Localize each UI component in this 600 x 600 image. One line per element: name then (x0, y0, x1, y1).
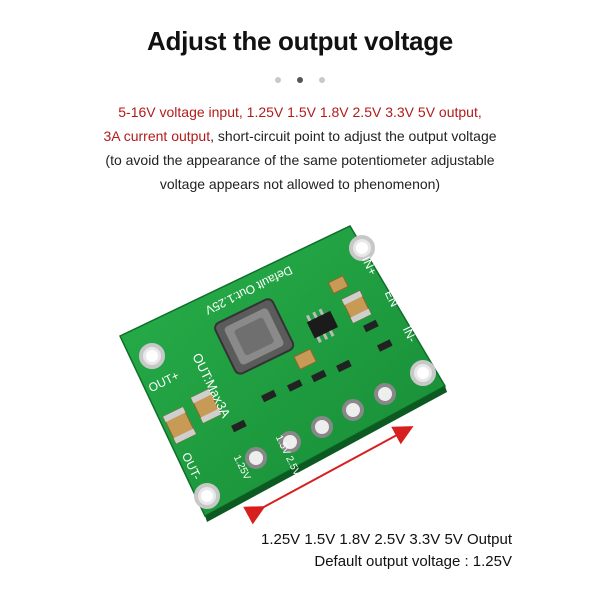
carousel-dot-active[interactable] (297, 77, 303, 83)
caption-default: Default output voltage : 1.25V (314, 553, 512, 570)
caption-outputs: 1.25V 1.5V 1.8V 2.5V 3.3V 5V Output (260, 531, 512, 548)
carousel-dot[interactable] (319, 77, 326, 83)
carousel-dot[interactable] (274, 77, 281, 83)
smd-resistors (231, 319, 393, 433)
description-line-2-rest: , short-circuit point to adjust the outp… (210, 128, 497, 144)
silk-in-minus: IN- (400, 324, 420, 345)
page-title: Adjust the output voltage (147, 26, 453, 56)
ic-chip (305, 308, 339, 343)
description: 5-16V voltage input, 1.25V 1.5V 1.8V 2.5… (0, 100, 600, 196)
description-line-4: voltage appears not allowed to phenomeno… (159, 176, 441, 192)
description-line-2-red: 3A current output (103, 128, 211, 144)
adjust-arrow (243, 426, 414, 525)
capacitors (162, 275, 372, 445)
mounting-holes (139, 235, 436, 509)
description-line-3: (to avoid the appearance of the same pot… (105, 152, 495, 168)
pcb-illustration: Default Out:1.25V OUT:Max3A IN+ EN IN- O… (119, 225, 447, 525)
description-line-2: 3A current output, short-circuit point t… (0, 124, 600, 148)
carousel-dots (0, 70, 600, 88)
description-line-1: 5-16V voltage input, 1.25V 1.5V 1.8V 2.5… (118, 104, 482, 120)
silk-en: EN (382, 288, 402, 309)
inductor (214, 298, 295, 375)
product-photo: Default Out:1.25V OUT:Max3A IN+ EN IN- O… (0, 196, 600, 536)
